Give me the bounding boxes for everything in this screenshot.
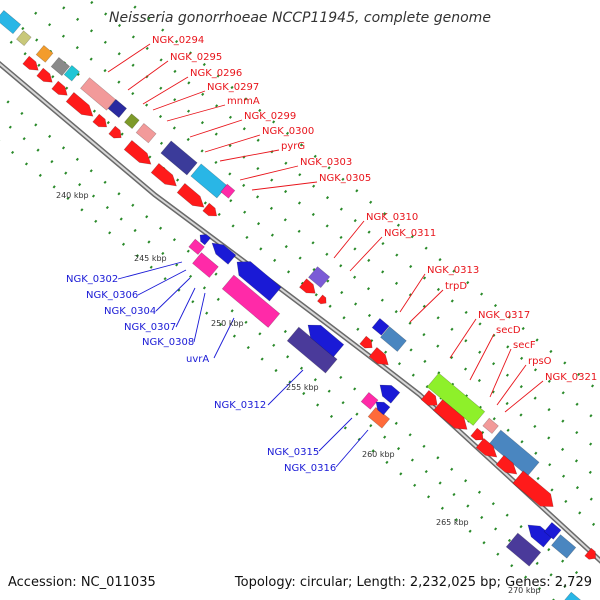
gene-arrow[interactable] xyxy=(433,399,472,435)
gene-label-ngk-0308[interactable]: NGK_0308 xyxy=(142,337,194,348)
gene-arrow[interactable] xyxy=(373,398,391,416)
gene-label-secf[interactable]: secF xyxy=(513,340,536,351)
gene-label-ngk-0297[interactable]: NGK_0297 xyxy=(207,82,259,93)
tick-label-260: 260 kbp xyxy=(362,450,395,459)
gene-block[interactable] xyxy=(371,317,390,336)
gene-block[interactable] xyxy=(160,140,198,176)
gene-arrow[interactable] xyxy=(299,278,318,298)
gene-block[interactable] xyxy=(190,163,228,199)
gene-label-rpso[interactable]: rpsO xyxy=(528,356,552,367)
gene-arrow[interactable] xyxy=(197,232,211,246)
gene-arrow[interactable] xyxy=(208,238,237,265)
gene-block[interactable] xyxy=(80,77,116,111)
gene-arrow[interactable] xyxy=(470,427,487,443)
tick-label-245: 245 kbp xyxy=(134,254,167,263)
gene-label-ngk-0311[interactable]: NGK_0311 xyxy=(384,228,436,239)
gene-label-ngk-0295[interactable]: NGK_0295 xyxy=(170,52,222,63)
gene-label-ngk-0304[interactable]: NGK_0304 xyxy=(104,306,156,317)
gene-arrow[interactable] xyxy=(123,139,155,168)
gene-arrow[interactable] xyxy=(359,335,376,351)
gene-label-ngk-0321[interactable]: NGK_0321 xyxy=(545,372,597,383)
gene-label-ngk-0313[interactable]: NGK_0313 xyxy=(427,265,479,276)
gene-block[interactable] xyxy=(192,252,219,278)
gene-block[interactable] xyxy=(220,183,236,199)
gene-block[interactable] xyxy=(505,532,542,567)
gene-block[interactable] xyxy=(551,534,577,559)
gene-features xyxy=(0,9,599,600)
gene-arrow[interactable] xyxy=(512,470,559,513)
gene-block[interactable] xyxy=(63,64,80,82)
gene-label-uvra[interactable]: uvrA xyxy=(186,354,209,365)
gene-label-pyrg[interactable]: pyrG xyxy=(281,141,305,152)
gene-block[interactable] xyxy=(16,30,32,47)
gene-block[interactable] xyxy=(35,44,54,63)
gene-label-ngk-0315[interactable]: NGK_0315 xyxy=(267,447,319,458)
tick-label-255: 255 kbp xyxy=(286,383,319,392)
gene-block[interactable] xyxy=(188,238,205,255)
tick-label-240: 240 kbp xyxy=(56,191,89,200)
gene-label-ngk-0312[interactable]: NGK_0312 xyxy=(214,400,266,411)
leader-lines xyxy=(107,43,544,468)
gene-label-trpd[interactable]: trpD xyxy=(445,281,467,292)
gene-arrow[interactable] xyxy=(65,91,97,120)
gene-block[interactable] xyxy=(50,56,71,77)
gene-arrow[interactable] xyxy=(51,80,71,99)
gene-label-ngk-0294[interactable]: NGK_0294 xyxy=(152,35,204,46)
gene-label-ngk-0316[interactable]: NGK_0316 xyxy=(284,463,336,474)
gene-block[interactable] xyxy=(380,326,407,352)
gene-arrow[interactable] xyxy=(420,389,441,409)
gene-label-ngk-0317[interactable]: NGK_0317 xyxy=(478,310,530,321)
gene-label-ngk-0302[interactable]: NGK_0302 xyxy=(66,274,118,285)
gene-block[interactable] xyxy=(107,98,128,119)
tick-label-250: 250 kbp xyxy=(211,319,244,328)
gene-block[interactable] xyxy=(124,113,140,130)
gene-label-ngk-0300[interactable]: NGK_0300 xyxy=(262,126,314,137)
gene-arrow[interactable] xyxy=(495,454,521,478)
gene-arrow[interactable] xyxy=(176,182,208,211)
gene-arrow[interactable] xyxy=(92,113,110,131)
genome-summary-text: Topology: circular; Length: 2,232,025 bp… xyxy=(234,575,592,590)
gene-label-ngk-0296[interactable]: NGK_0296 xyxy=(190,68,242,79)
accession-text: Accession: NC_011035 xyxy=(8,575,156,590)
gene-arrow[interactable] xyxy=(475,437,501,461)
gene-block[interactable] xyxy=(426,372,486,426)
gene-block[interactable] xyxy=(0,9,22,35)
gene-block[interactable] xyxy=(135,122,157,144)
gene-arrow[interactable] xyxy=(22,55,42,74)
gene-label-ngk-0303[interactable]: NGK_0303 xyxy=(300,157,352,168)
gene-arrow[interactable] xyxy=(108,125,125,141)
gene-arrow[interactable] xyxy=(584,547,599,562)
gene-arrow[interactable] xyxy=(317,294,328,306)
forward-labels: NGK_0294 NGK_0295 NGK_0296 NGK_0297 mnmA… xyxy=(152,35,597,383)
gene-label-ngk-0305[interactable]: NGK_0305 xyxy=(319,173,371,184)
gene-block[interactable] xyxy=(482,417,499,434)
gene-label-ngk-0306[interactable]: NGK_0306 xyxy=(86,290,138,301)
gene-block[interactable] xyxy=(221,274,281,328)
gene-arrow[interactable] xyxy=(368,346,392,369)
reverse-labels: NGK_0302 NGK_0306 NGK_0304 NGK_0307 NGK_… xyxy=(66,274,336,474)
gene-block[interactable] xyxy=(360,391,379,410)
gene-label-mnma[interactable]: mnmA xyxy=(227,96,260,107)
gene-label-ngk-0307[interactable]: NGK_0307 xyxy=(124,322,176,333)
gene-label-ngk-0299[interactable]: NGK_0299 xyxy=(244,111,296,122)
gene-arrow[interactable] xyxy=(150,162,180,190)
tick-label-270: 270 kbp xyxy=(508,586,541,595)
gene-block[interactable] xyxy=(564,591,587,600)
gene-label-secd[interactable]: secD xyxy=(496,325,521,336)
gene-arrow[interactable] xyxy=(376,380,401,404)
tick-labels: 240 kbp 245 kbp 250 kbp 255 kbp 260 kbp … xyxy=(56,191,541,595)
gene-arrow[interactable] xyxy=(202,202,220,220)
gene-label-ngk-0310[interactable]: NGK_0310 xyxy=(366,212,418,223)
gene-block[interactable] xyxy=(367,406,391,429)
gene-block[interactable] xyxy=(308,266,331,289)
gene-block[interactable] xyxy=(543,521,562,540)
gene-arrow[interactable] xyxy=(231,255,282,302)
map-title: Neisseria gonorrhoeae NCCP11945, complet… xyxy=(109,10,491,26)
tick-label-265: 265 kbp xyxy=(436,518,469,527)
gene-arrow[interactable] xyxy=(36,67,56,86)
genome-backbone xyxy=(0,60,600,564)
gene-arrow[interactable] xyxy=(303,319,345,358)
